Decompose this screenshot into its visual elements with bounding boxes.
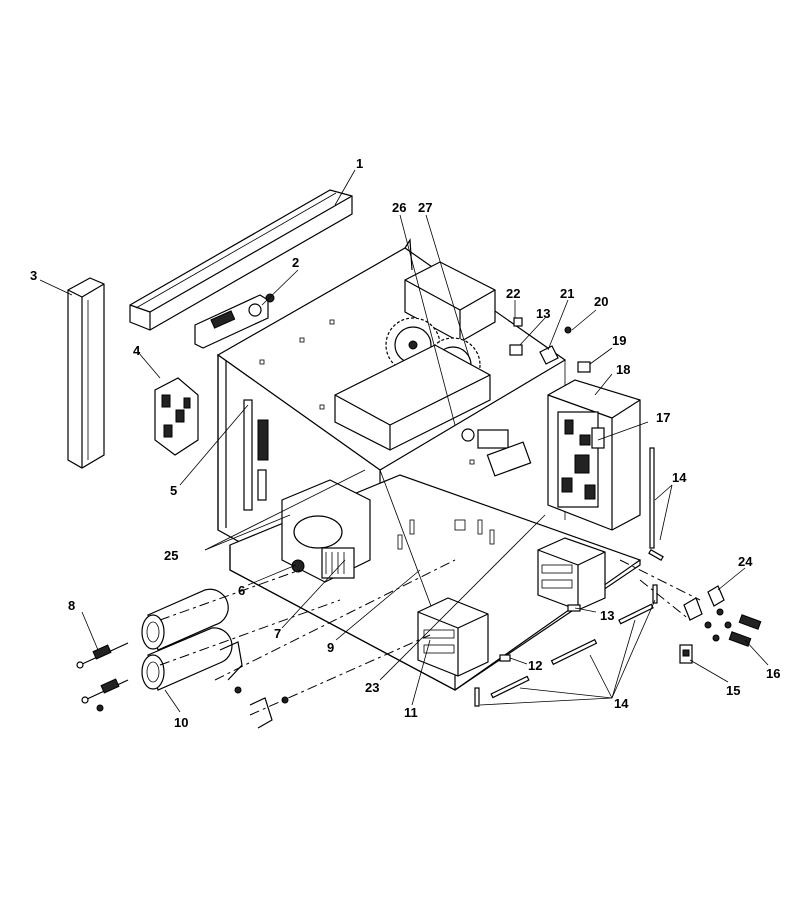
part-14-trim-strips <box>474 447 664 707</box>
callout-5: 5 <box>170 483 177 498</box>
part-3-side-channel <box>67 277 105 469</box>
callout-11: 11 <box>404 705 418 720</box>
part-10-capacitors <box>141 588 233 691</box>
callout-13-top: 13 <box>536 306 550 321</box>
callout-3: 3 <box>30 268 37 283</box>
transformer-right <box>537 537 606 611</box>
callout-labels: 1 2 3 4 5 6 7 8 9 10 11 12 13 13 14 14 1… <box>30 156 780 730</box>
callout-18: 18 <box>616 362 630 377</box>
callout-23: 23 <box>365 680 379 695</box>
callout-24: 24 <box>738 554 753 569</box>
control-panel <box>547 379 641 531</box>
callout-17: 17 <box>656 410 670 425</box>
callout-6: 6 <box>238 583 245 598</box>
callout-27: 27 <box>418 200 432 215</box>
callout-15: 15 <box>726 683 740 698</box>
callout-8: 8 <box>68 598 75 613</box>
callout-1: 1 <box>356 156 363 171</box>
callout-13-bottom: 13 <box>600 608 614 623</box>
part-11-transformer <box>417 597 489 677</box>
callout-9: 9 <box>327 640 334 655</box>
callout-22: 22 <box>506 286 520 301</box>
center-cover-box <box>334 344 491 451</box>
callout-25: 25 <box>164 548 178 563</box>
callout-21: 21 <box>560 286 574 301</box>
callout-16: 16 <box>766 666 780 681</box>
callout-20: 20 <box>594 294 608 309</box>
relay-assembly <box>461 428 532 477</box>
part-15-clip <box>679 644 693 664</box>
callout-7: 7 <box>274 626 281 641</box>
leader-lines <box>39 169 769 713</box>
small-hardware <box>499 317 591 662</box>
callout-2: 2 <box>292 255 299 270</box>
callout-12: 12 <box>528 658 542 673</box>
part-4-switch-bracket <box>154 377 199 456</box>
part-16-connectors <box>704 608 762 647</box>
callout-19: 19 <box>612 333 626 348</box>
assembly-lines <box>159 559 701 716</box>
callout-14-right: 14 <box>672 470 687 485</box>
part-24-terminal-block <box>683 585 725 621</box>
callout-10: 10 <box>174 715 188 730</box>
part-6-7-fan-motor <box>281 479 371 583</box>
part-8-diodes <box>76 642 129 712</box>
part-1-top-trim <box>129 189 353 331</box>
part-2-switch-assembly <box>194 293 275 349</box>
capacitor-clamps <box>219 641 289 729</box>
part-5-terminal-strip <box>243 399 269 511</box>
callout-14-bottom: 14 <box>614 696 629 711</box>
callout-26: 26 <box>392 200 406 215</box>
callout-4: 4 <box>133 343 141 358</box>
